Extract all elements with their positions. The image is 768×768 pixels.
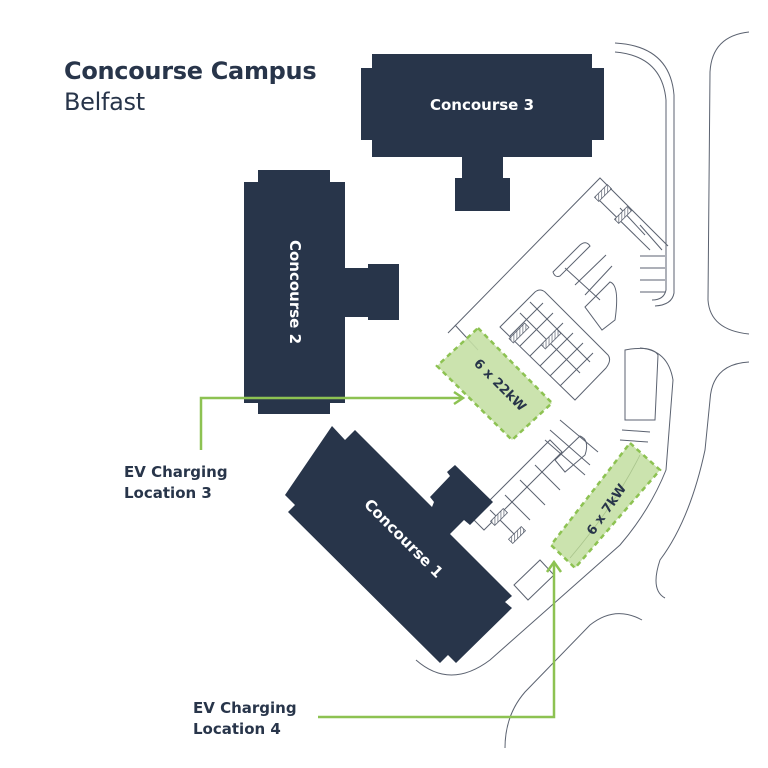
building-concourse-1[interactable]: Concourse 1 <box>285 426 512 663</box>
road-outer-loop <box>614 42 675 307</box>
road-south-curve-1 <box>415 347 674 676</box>
road-east-lower <box>655 361 750 599</box>
road-south-curve-2 <box>504 613 643 749</box>
charging-zone-location-4[interactable]: 6 x 7kW <box>549 441 662 570</box>
parking-strip-south <box>513 559 555 601</box>
parking-row-center <box>499 289 611 401</box>
parking-island <box>552 242 591 277</box>
callout-location-4-line2: Location 4 <box>193 720 281 738</box>
road-east-block <box>707 31 750 335</box>
callout-location-4: EV Charging Location 4 <box>193 698 297 740</box>
arrow-right-icon <box>453 390 466 406</box>
building-concourse-2[interactable]: Concourse 2 <box>244 170 399 414</box>
callout-location-3: EV Charging Location 3 <box>124 462 228 504</box>
callout-location-3-line2: Location 3 <box>124 484 212 502</box>
campus-name: Concourse Campus <box>64 57 317 85</box>
charging-zone-location-3[interactable]: 6 x 22kW <box>435 326 554 442</box>
building-label-concourse-2: Concourse 2 <box>286 240 304 344</box>
road-inner-loop <box>614 51 667 301</box>
callout-line-location-4 <box>318 559 563 719</box>
parking-boundary-main <box>447 177 669 334</box>
campus-city: Belfast <box>64 88 145 116</box>
arrow-up-icon <box>545 559 563 573</box>
callout-line-location-3 <box>199 390 466 450</box>
roads <box>399 31 750 749</box>
map-title: Concourse Campus Belfast <box>64 56 317 118</box>
accessible-bays <box>489 183 633 545</box>
callout-location-3-line1: EV Charging <box>124 463 228 481</box>
building-label-concourse-3: Concourse 3 <box>430 96 534 114</box>
callout-location-4-line1: EV Charging <box>193 699 297 717</box>
building-concourse-3[interactable]: Concourse 3 <box>361 54 604 211</box>
parking-lot-lower <box>471 439 563 531</box>
